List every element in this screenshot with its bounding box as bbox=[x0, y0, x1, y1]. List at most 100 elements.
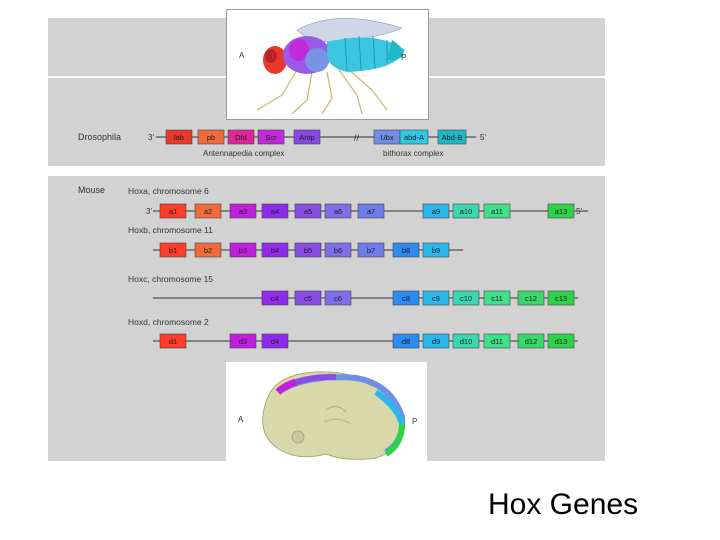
hox-gene-box bbox=[294, 242, 322, 258]
hox-gene-box bbox=[261, 333, 289, 349]
hox-gene-label: b9 bbox=[432, 246, 440, 255]
hox-cluster-label: Hoxb, chromosome 11 bbox=[128, 225, 213, 235]
hox-gene-label: a9 bbox=[432, 207, 440, 216]
hox-gene-box bbox=[229, 333, 257, 349]
hox-cluster-label: Hoxa, chromosome 6 bbox=[128, 186, 209, 196]
hox-gene-label: a3 bbox=[239, 207, 247, 216]
hox-gene-label: a11 bbox=[491, 207, 503, 216]
hox-gene-box bbox=[452, 290, 480, 306]
hox-gene-label: b7 bbox=[367, 246, 375, 255]
hox-gene-box bbox=[547, 333, 575, 349]
hox-gene-box bbox=[483, 290, 511, 306]
hox-gene-label: a7 bbox=[367, 207, 375, 216]
hox-gene-label: d11 bbox=[491, 337, 503, 346]
hox-gene-label: d10 bbox=[460, 337, 473, 346]
hox-gene-box bbox=[261, 242, 289, 258]
hox-gene-box bbox=[422, 203, 450, 219]
hox-gene-box bbox=[324, 242, 352, 258]
hox-gene-box bbox=[194, 242, 222, 258]
hox-cluster-row: Hoxb, chromosome 11 b1 b2 b3 b4 b5 b6 b7 b8 b9 bbox=[128, 225, 463, 258]
hox-gene-label: c4 bbox=[271, 294, 279, 303]
drosophila-gene-box bbox=[293, 129, 321, 145]
hox-gene-label: b8 bbox=[402, 246, 410, 255]
hox-gene-box bbox=[324, 290, 352, 306]
hox-gene-box bbox=[422, 333, 450, 349]
hox-gene-box bbox=[324, 203, 352, 219]
hox-gene-label: d9 bbox=[432, 337, 440, 346]
embryo-anterior-label: A bbox=[238, 415, 244, 424]
hox-gene-box bbox=[261, 290, 289, 306]
hox-gene-label: b1 bbox=[169, 246, 177, 255]
drosophila-gene-label: Abd-B bbox=[442, 133, 463, 142]
drosophila-gene-box bbox=[197, 129, 225, 145]
hox-gene-label: b5 bbox=[304, 246, 312, 255]
hox-gene-label: b2 bbox=[204, 246, 212, 255]
hox-gene-box bbox=[392, 290, 420, 306]
hox-gene-box bbox=[294, 290, 322, 306]
drosophila-label: Drosophila bbox=[78, 132, 121, 142]
hox-gene-label: a1 bbox=[169, 207, 177, 216]
drosophila-gene-label: abd-A bbox=[404, 133, 424, 142]
cluster-5prime-label: 5' bbox=[576, 207, 582, 216]
drosophila-gene-label: Antp bbox=[299, 133, 314, 142]
hox-gene-box bbox=[452, 203, 480, 219]
hox-gene-label: a6 bbox=[334, 207, 342, 216]
hox-gene-label: c11 bbox=[491, 294, 503, 303]
drosophila-gene-box bbox=[257, 129, 285, 145]
hox-gene-label: c6 bbox=[334, 294, 342, 303]
drosophila-gene-label: lab bbox=[174, 133, 184, 142]
hox-gene-box bbox=[422, 242, 450, 258]
fly-illustration: A P bbox=[226, 9, 429, 120]
hox-gene-box bbox=[547, 290, 575, 306]
hox-gene-box bbox=[483, 333, 511, 349]
hox-gene-label: a10 bbox=[460, 207, 473, 216]
antennapedia-complex-label: Antennapedia complex bbox=[203, 149, 284, 158]
hox-gene-label: a5 bbox=[304, 207, 312, 216]
fly-posterior-label: P bbox=[401, 53, 406, 62]
mouse-label: Mouse bbox=[78, 185, 105, 195]
hox-gene-box bbox=[392, 333, 420, 349]
hox-gene-box bbox=[261, 203, 289, 219]
hox-gene-label: d13 bbox=[555, 337, 568, 346]
hox-gene-box bbox=[229, 242, 257, 258]
drosophila-gene-label: Ubx bbox=[380, 133, 394, 142]
hox-gene-label: c10 bbox=[460, 294, 472, 303]
hox-gene-label: a13 bbox=[555, 207, 568, 216]
drosophila-gene-box bbox=[227, 129, 255, 145]
hox-gene-label: a4 bbox=[271, 207, 279, 216]
hox-gene-label: b3 bbox=[239, 246, 247, 255]
drosophila-gene-box bbox=[437, 129, 467, 145]
drosophila-3prime: 3' bbox=[148, 133, 154, 142]
hox-gene-box bbox=[229, 203, 257, 219]
drosophila-5prime: 5' bbox=[480, 133, 486, 142]
hox-gene-box bbox=[159, 333, 187, 349]
drosophila-break: // bbox=[354, 133, 360, 143]
hox-gene-label: d12 bbox=[525, 337, 538, 346]
hox-gene-box bbox=[517, 333, 545, 349]
hox-gene-box bbox=[294, 203, 322, 219]
fly-anterior-label: A bbox=[239, 51, 245, 60]
hox-gene-label: c12 bbox=[525, 294, 537, 303]
hox-gene-box bbox=[483, 203, 511, 219]
hox-gene-box bbox=[194, 203, 222, 219]
hox-gene-box bbox=[547, 203, 575, 219]
hox-cluster-label: Hoxc, chromosome 15 bbox=[128, 274, 213, 284]
hox-gene-label: b4 bbox=[271, 246, 279, 255]
hox-gene-label: c13 bbox=[555, 294, 567, 303]
hox-gene-label: a2 bbox=[204, 207, 212, 216]
hox-gene-box bbox=[517, 290, 545, 306]
hox-gene-box bbox=[422, 290, 450, 306]
hox-gene-label: c8 bbox=[402, 294, 410, 303]
hox-gene-label: d3 bbox=[239, 337, 247, 346]
bithorax-complex-label: bithorax complex bbox=[383, 149, 443, 158]
hox-cluster-label: Hoxd, chromosome 2 bbox=[128, 317, 209, 327]
hox-gene-box bbox=[159, 203, 187, 219]
hox-gene-box bbox=[159, 242, 187, 258]
hox-gene-label: b6 bbox=[334, 246, 342, 255]
hox-gene-box bbox=[357, 203, 385, 219]
hox-gene-label: d4 bbox=[271, 337, 279, 346]
